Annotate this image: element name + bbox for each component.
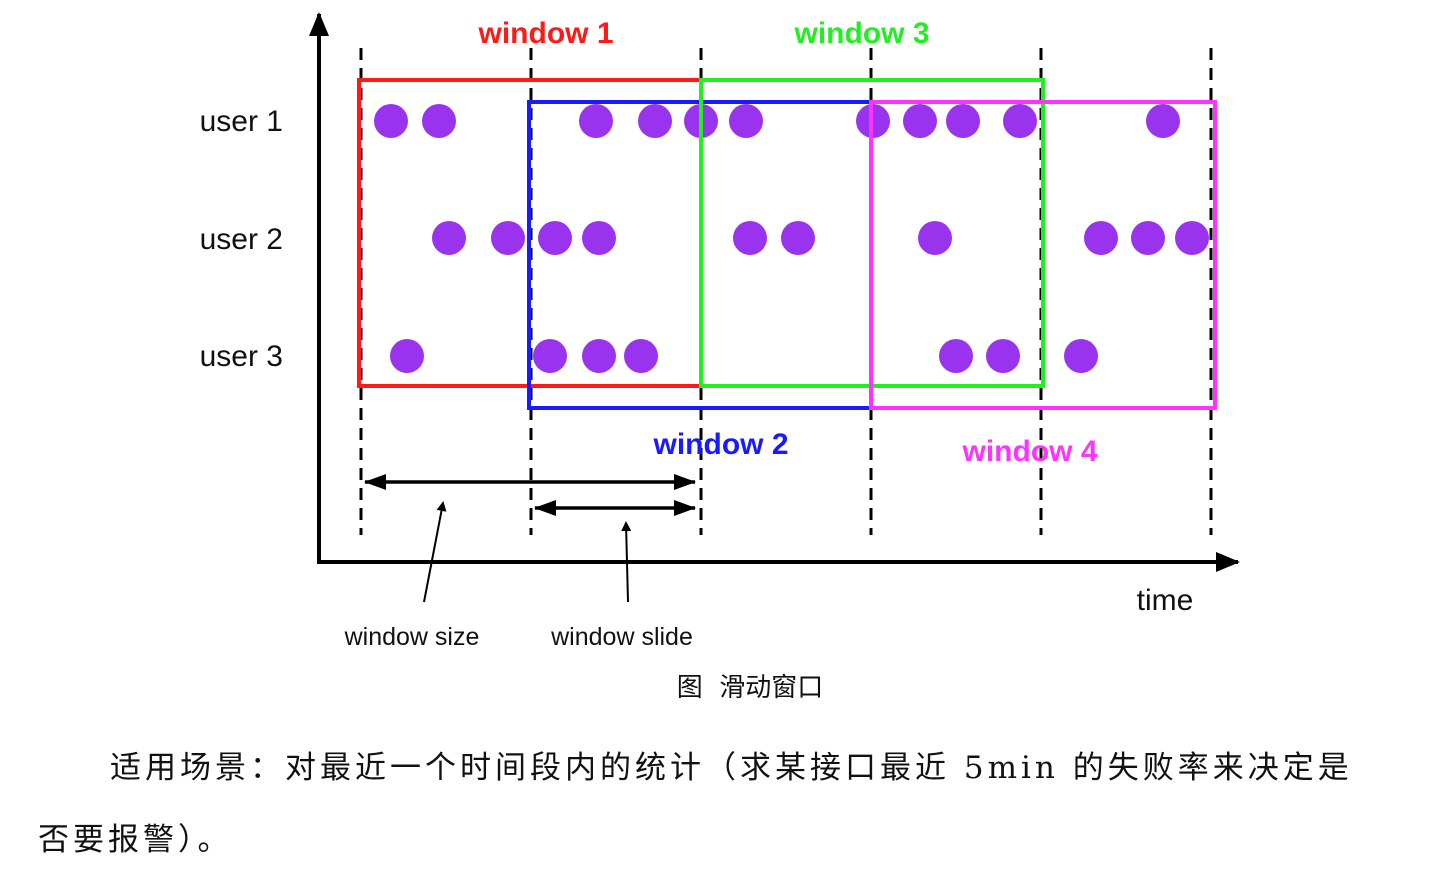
window-slide-pointer [621,521,632,603]
user-1-label: user 1 [200,105,283,138]
event-dot-user3-6 [986,339,1020,373]
paragraph-line-1: 适用场景：对最近一个时间段内的统计（求某接口最近 5min 的失败率来决定是 [110,750,1353,786]
event-dot-user2-8 [1084,221,1118,255]
window-2-label: window 2 [653,428,789,461]
event-dot-user3-4 [624,339,658,373]
event-dot-user3-7 [1064,339,1098,373]
window-size-label: window size [344,623,480,651]
event-dot-user2-5 [733,221,767,255]
paragraph-line-2: 否要报警）。 [38,822,233,858]
window-1-label: window 1 [478,17,614,50]
event-dot-user2-9 [1131,221,1165,255]
event-dot-user1-6 [729,104,763,138]
event-dots [374,104,1209,373]
event-dot-user2-6 [781,221,815,255]
window-size-pointer [423,501,447,603]
event-dot-user2-10 [1175,221,1209,255]
user-3-label: user 3 [200,340,283,373]
event-dot-user2-4 [582,221,616,255]
event-dot-user1-3 [579,104,613,138]
event-dot-user2-7 [918,221,952,255]
time-axis-label: time [1137,584,1194,617]
event-dot-user3-5 [939,339,973,373]
event-dot-user2-1 [432,221,466,255]
event-dot-user2-3 [538,221,572,255]
event-dot-user2-2 [491,221,525,255]
event-dot-user3-2 [533,339,567,373]
event-dot-user3-1 [390,339,424,373]
event-dot-user1-9 [946,104,980,138]
user-2-label: user 2 [200,223,283,256]
event-dot-user1-10 [1003,104,1037,138]
window-3-label: window 3 [794,17,930,50]
event-dot-user1-11 [1146,104,1180,138]
event-dot-user3-3 [582,339,616,373]
event-dot-user1-8 [903,104,937,138]
event-dot-user1-1 [374,104,408,138]
event-dot-user1-2 [422,104,456,138]
event-dot-user1-4 [638,104,672,138]
window-4-rect [869,100,1217,410]
window-slide-label: window slide [550,623,693,651]
window-4-label: window 4 [962,435,1098,468]
figure-caption: 图 滑动窗口 [677,673,824,703]
